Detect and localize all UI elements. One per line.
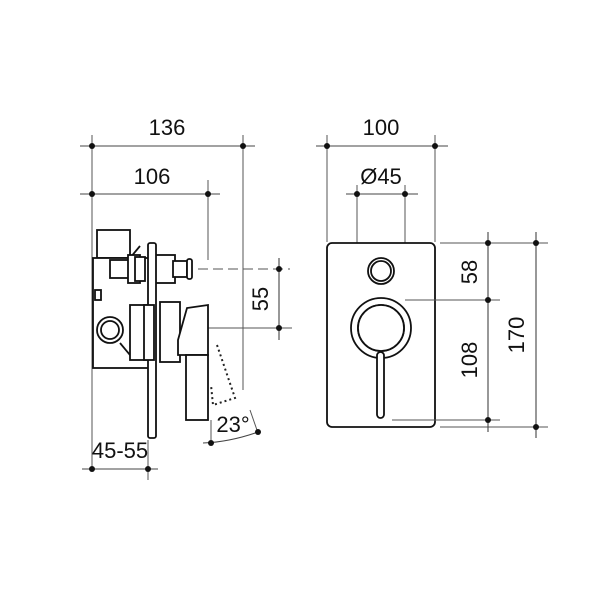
plate-flange [143,304,155,361]
dimension-58: 58 [457,232,491,432]
dim-label-106: 106 [134,164,171,189]
front-view: 100 Ø45 58 [316,115,548,438]
dim-label-100: 100 [363,115,400,140]
dim-label-136: 136 [149,115,186,140]
dim-label-23deg: 23° [216,412,249,437]
dim-label-55: 55 [248,287,273,311]
dim-label-45-55: 45-55 [92,438,148,463]
dim-label-108: 108 [457,342,482,379]
dimension-170: 170 [504,232,539,438]
dimension-106: 106 [80,164,220,197]
dimension-108: 108 [457,342,491,423]
dim-label-170: 170 [504,317,529,354]
diverter-spindle [154,254,193,284]
handle-rotated-outline [210,344,237,407]
dimension-diameter-45: Ø45 [346,164,418,197]
lever-handle [350,297,412,419]
side-view: 136 106 55 [80,115,292,480]
valve-body [92,229,152,369]
dimension-55: 55 [178,258,292,340]
dimension-100: 100 [316,115,448,149]
dimension-23-degrees: 23° [202,409,261,446]
handle-side [177,303,209,421]
dimension-136: 136 [80,115,255,149]
dimension-45-55: 45-55 [82,438,158,472]
dim-label-diameter-45: Ø45 [360,164,402,189]
dim-label-58: 58 [457,260,482,284]
